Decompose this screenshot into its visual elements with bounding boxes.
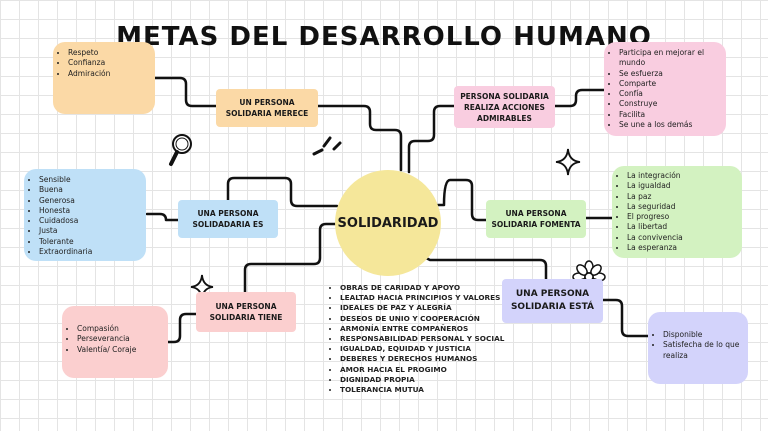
list-item: Comparte bbox=[619, 79, 726, 89]
node-line: REALIZA ACCIONES bbox=[464, 102, 545, 112]
list-item: Admiración bbox=[68, 69, 155, 79]
list-item: Participa en mejorar el mundo bbox=[619, 48, 726, 69]
list-item: La igualdad bbox=[627, 181, 742, 191]
list-item: Generosa bbox=[39, 196, 146, 206]
list-item: La libertad bbox=[627, 222, 742, 232]
list-item: Ideales de paz y alegría bbox=[340, 303, 504, 313]
list-item: Construye bbox=[619, 99, 726, 109]
list-item: El progreso bbox=[627, 212, 742, 222]
list-item: La seguridad bbox=[627, 202, 742, 212]
list-item: Tolerante bbox=[39, 237, 146, 247]
list-item: Honesta bbox=[39, 206, 146, 216]
list-item: Buena bbox=[39, 185, 146, 195]
magnifier-icon bbox=[169, 134, 192, 166]
node-line: UN PERSONA bbox=[239, 98, 295, 107]
node-line: UNA PERSONA bbox=[215, 302, 277, 311]
node-line: ADMIRABLES bbox=[477, 113, 532, 123]
node-line: UNA PERSONA bbox=[505, 209, 567, 218]
node-tiene: UNA PERSONA SOLIDARIA TIENE bbox=[196, 292, 296, 332]
list-item: Valentía/ Coraje bbox=[77, 345, 168, 355]
list-item: La paz bbox=[627, 192, 742, 202]
list-item: La esperanza bbox=[627, 243, 742, 253]
list-item: Amor hacia el progimo bbox=[340, 365, 504, 375]
list-item: Respeto bbox=[68, 48, 155, 58]
list-item: Compasión bbox=[77, 324, 168, 334]
list-item: Deberes y derechos humanos bbox=[340, 354, 504, 364]
card-acciones: Participa en mejorar el mundoSe esfuerza… bbox=[604, 42, 726, 136]
node-line: UNA PERSONA bbox=[197, 209, 259, 218]
list-fomenta: La integraciónLa igualdadLa pazLa seguri… bbox=[612, 171, 742, 253]
list-tiene: CompasiónPerseveranciaValentía/ Coraje bbox=[62, 324, 168, 355]
burst-icon bbox=[312, 136, 342, 156]
list-item: Dignidad propia bbox=[340, 375, 504, 385]
node-line: PERSONA SOLIDARIA bbox=[460, 91, 549, 101]
list-merece: RespetoConfianzaAdmiración bbox=[53, 48, 155, 79]
list-esta: DisponibleSatisfecha de lo que realiza bbox=[648, 330, 748, 361]
list-item: Lealtad hacia principios y valores bbox=[340, 293, 504, 303]
list-item: Perseverancia bbox=[77, 334, 168, 344]
list-item: Confianza bbox=[68, 58, 155, 68]
node-fomenta: UNA PERSONA SOLIDARIA FOMENTA bbox=[486, 200, 586, 238]
card-es: SensibleBuenaGenerosaHonestaCuidadosaJus… bbox=[24, 169, 146, 261]
list-bottom: Obras de caridad y apoyoLealtad hacia pr… bbox=[328, 283, 504, 395]
list-acciones: Participa en mejorar el mundoSe esfuerza… bbox=[604, 48, 726, 130]
node-line: UNA PERSONA bbox=[515, 289, 590, 299]
list-item: Cuidadosa bbox=[39, 216, 146, 226]
node-line: SOLIDARIA FOMENTA bbox=[491, 220, 581, 229]
list-item: Igualdad, equidad y justicia bbox=[340, 344, 504, 354]
node-line: SOLIDARIA MERECE bbox=[225, 109, 309, 118]
list-item: Facilita bbox=[619, 110, 726, 120]
list-es: SensibleBuenaGenerosaHonestaCuidadosaJus… bbox=[24, 175, 146, 257]
center-node: SOLIDARIDAD bbox=[335, 170, 441, 276]
list-item: Extraordinaria bbox=[39, 247, 146, 257]
list-item: La convivencia bbox=[627, 233, 742, 243]
list-item: Obras de caridad y apoyo bbox=[340, 283, 504, 293]
card-esta: DisponibleSatisfecha de lo que realiza bbox=[648, 312, 748, 384]
card-fomenta: La integraciónLa igualdadLa pazLa seguri… bbox=[612, 166, 742, 258]
node-line: SOLIDARIA ESTÁ bbox=[510, 302, 595, 312]
list-item: Justa bbox=[39, 226, 146, 236]
node-merece: UN PERSONA SOLIDARIA MERECE bbox=[216, 89, 318, 127]
list-item: Deseos de unio y cooperación bbox=[340, 314, 504, 324]
card-merece: RespetoConfianzaAdmiración bbox=[53, 42, 155, 114]
list-item: Confía bbox=[619, 89, 726, 99]
list-item: La integración bbox=[627, 171, 742, 181]
list-item: Se une a los demás bbox=[619, 120, 726, 130]
node-line: SOLIDADARIA ES bbox=[192, 220, 264, 229]
node-esta: UNA PERSONA SOLIDARIA ESTÁ bbox=[502, 279, 603, 323]
list-item: Tolerancia mutua bbox=[340, 385, 504, 395]
page-title: METAS DEL DESARROLLO HUMANO bbox=[116, 22, 652, 52]
list-item: Se esfuerza bbox=[619, 69, 726, 79]
card-tiene: CompasiónPerseveranciaValentía/ Coraje bbox=[62, 306, 168, 378]
node-line: SOLIDARIA TIENE bbox=[209, 313, 283, 322]
list-item: Sensible bbox=[39, 175, 146, 185]
sparkle-icon bbox=[555, 148, 581, 176]
list-item: Satisfecha de lo que realiza bbox=[663, 340, 748, 361]
node-es: UNA PERSONA SOLIDADARIA ES bbox=[178, 200, 278, 238]
list-item: Disponible bbox=[663, 330, 748, 340]
list-item: Responsabilidad personal y social bbox=[340, 334, 504, 344]
list-item: Armonía entre compañeros bbox=[340, 324, 504, 334]
list-bottom-items: Obras de caridad y apoyoLealtad hacia pr… bbox=[328, 283, 504, 395]
